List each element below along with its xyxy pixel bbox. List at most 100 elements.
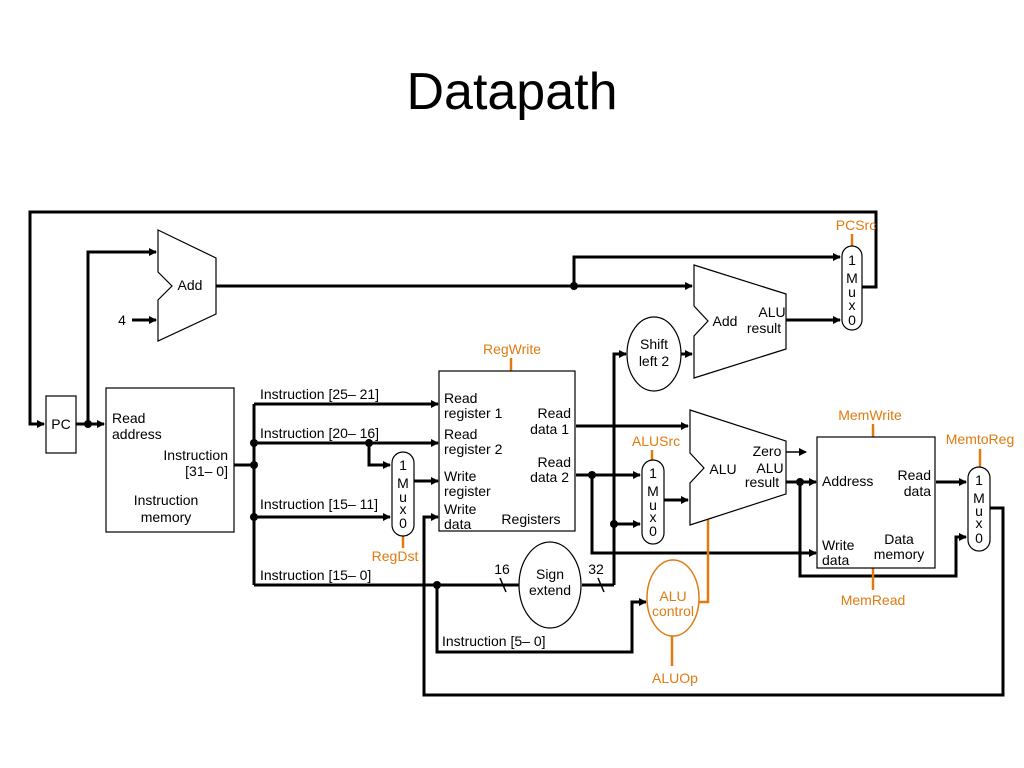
slide-title: Datapath	[406, 63, 618, 121]
data-memory	[816, 436, 936, 569]
alu-zero-label: Zero	[753, 443, 782, 459]
wire-rt-to-regdst	[367, 443, 391, 469]
regs-write-2: register	[444, 483, 491, 499]
ctrl-alu-operation	[698, 511, 712, 604]
wire-next-pc	[28, 210, 878, 428]
imem-instr-label-1: Instruction	[163, 447, 228, 463]
junction-dot	[250, 439, 258, 447]
alu-result-label-2: result	[745, 474, 779, 490]
mux-letter-x: x	[400, 501, 407, 517]
signal-regdst: RegDst	[372, 548, 419, 564]
regdst-mux: 1 M u x 0	[391, 451, 415, 537]
shift-left-2	[626, 316, 682, 392]
signal-memtoreg: MemtoReg	[946, 431, 1014, 447]
wires	[28, 210, 1005, 697]
regs-rd2-2: data 2	[530, 469, 569, 485]
branch-adder-result-1: ALU	[758, 304, 785, 320]
mux-letter-u: u	[399, 489, 407, 505]
memtoreg-mux: 1 M u x 0	[967, 466, 991, 552]
signal-pcsrc: PCSrc	[836, 217, 876, 233]
mux-letter-x: x	[849, 297, 856, 313]
imem-instr-label-2: [31– 0]	[185, 463, 228, 479]
regs-rd1-2: data 1	[530, 421, 569, 437]
signal-memwrite: MemWrite	[838, 407, 902, 423]
mux-body	[841, 245, 863, 331]
junction-dot	[588, 471, 596, 479]
branch-adder-label: Add	[713, 313, 738, 329]
alu-control	[646, 559, 700, 637]
main-alu	[689, 409, 787, 526]
bus-width-16: 16	[494, 561, 510, 577]
branch-adder-result-2: result	[747, 320, 781, 336]
junction-dot	[84, 420, 92, 428]
mux-input-one: 1	[649, 465, 657, 481]
alu-result-label-1: ALU	[756, 460, 783, 476]
junction-dot	[433, 581, 441, 589]
pc-adder	[157, 229, 217, 342]
pc-label: PC	[51, 416, 70, 432]
signal-memread: MemRead	[841, 592, 906, 608]
mux-input-zero: 0	[399, 515, 407, 531]
wire-pc-to-add	[86, 248, 157, 424]
dmem-name-1: Data	[884, 531, 914, 547]
instruction-memory	[105, 387, 235, 533]
regs-wdata-1: Write	[444, 501, 477, 517]
imem-read-label-1: Read	[112, 410, 145, 426]
junction-dot	[365, 439, 373, 447]
mux-input-one: 1	[975, 472, 983, 488]
mux-letter-x: x	[976, 515, 983, 531]
bus-width-32: 32	[588, 561, 604, 577]
mux-input-zero: 0	[975, 530, 983, 546]
wire-pc4-to-pcmux	[572, 253, 841, 286]
mux-input-zero: 0	[649, 523, 657, 539]
dmem-read-2: data	[904, 483, 931, 499]
sign-extend	[518, 541, 582, 629]
junction-dot	[796, 478, 804, 486]
bus-slash-16	[499, 577, 507, 593]
sign-extend-label-1: Sign	[536, 566, 564, 582]
junction-dots	[84, 282, 804, 589]
alu-control-label-2: control	[652, 603, 694, 619]
dmem-name-2: memory	[874, 546, 925, 562]
mux-letter-m: M	[846, 270, 858, 286]
dmem-read-1: Read	[898, 467, 931, 483]
pc-register	[45, 395, 77, 454]
regs-rd1-1: Read	[538, 405, 571, 421]
dmem-write-2: data	[822, 552, 849, 568]
mux-body	[641, 459, 665, 545]
wire-alu-bypass	[798, 482, 967, 578]
junction-dot	[570, 282, 578, 290]
mux-letter-m: M	[397, 475, 409, 491]
mux-body	[391, 451, 415, 537]
signal-aluop: ALUOp	[652, 670, 698, 686]
mux-letter-x: x	[650, 509, 657, 525]
shift-left-label-2: left 2	[639, 353, 670, 369]
mux-body	[967, 466, 991, 552]
mux-letter-m: M	[647, 483, 659, 499]
junction-dot	[250, 513, 258, 521]
regs-write-1: Write	[444, 468, 477, 484]
dmem-write-1: Write	[822, 537, 855, 553]
pc-adder-label: Add	[178, 277, 203, 293]
alu-control-label-1: ALU	[659, 588, 686, 604]
wire-funct	[435, 585, 647, 654]
register-file	[438, 370, 576, 532]
bus-slash-32	[597, 577, 605, 593]
imem-read-label-2: address	[112, 426, 162, 442]
mux-letter-u: u	[848, 284, 856, 300]
regs-wdata-2: data	[444, 516, 471, 532]
regs-name: Registers	[501, 511, 560, 527]
junction-dot	[250, 461, 258, 469]
mux-letter-u: u	[649, 497, 657, 513]
mux-input-one: 1	[848, 252, 856, 268]
dmem-address: Address	[822, 473, 873, 489]
junction-dot	[610, 520, 618, 528]
imem-name-1: Instruction	[134, 492, 199, 508]
regs-read1-2: register 1	[444, 405, 503, 421]
alusrc-mux: 1 M u x 0	[641, 459, 665, 545]
wire-rd2-to-dmem	[590, 475, 817, 557]
instr-field-rs: Instruction [25– 21]	[260, 386, 379, 402]
instr-field-funct: Instruction [5– 0]	[442, 633, 546, 649]
instr-field-rt: Instruction [20– 16]	[260, 425, 379, 441]
